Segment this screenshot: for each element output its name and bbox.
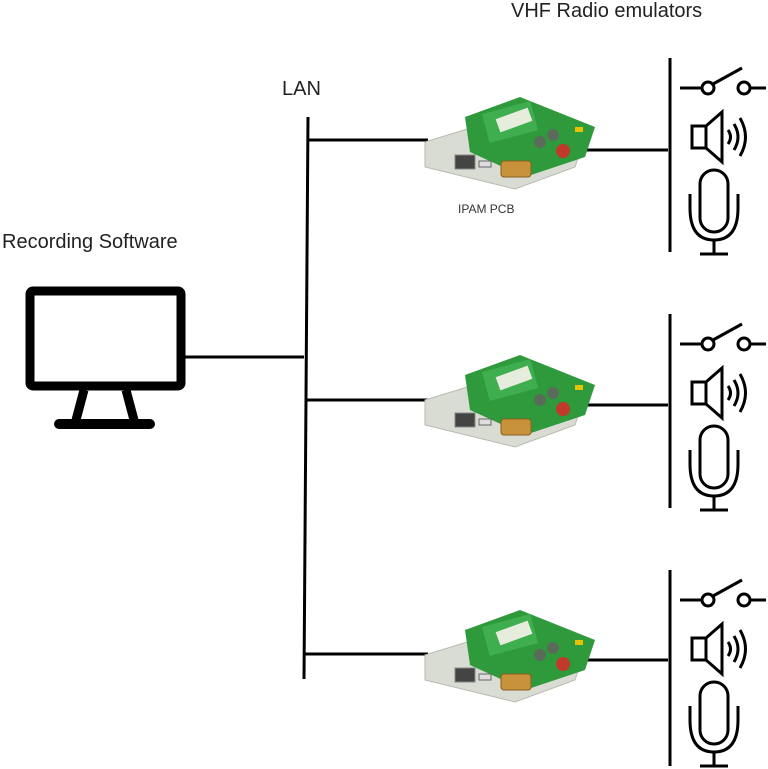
pcb-board-1 [424, 96, 596, 190]
pcb-board-2 [424, 354, 596, 448]
radio-emulator-icons-3 [678, 578, 768, 768]
recording-software-label: Recording Software [2, 231, 178, 253]
diagram-title: VHF Radio emulators [511, 0, 703, 22]
lan-bus-line [302, 116, 310, 680]
radio-emulator-icons-1 [678, 66, 768, 256]
lan-label: LAN [282, 78, 321, 100]
pcb-board-3 [424, 609, 596, 703]
monitor-icon [25, 286, 186, 429]
radio-emulator-icons-2 [678, 322, 768, 512]
pcb-label: IPAM PCB [458, 202, 515, 216]
connections [184, 58, 672, 766]
